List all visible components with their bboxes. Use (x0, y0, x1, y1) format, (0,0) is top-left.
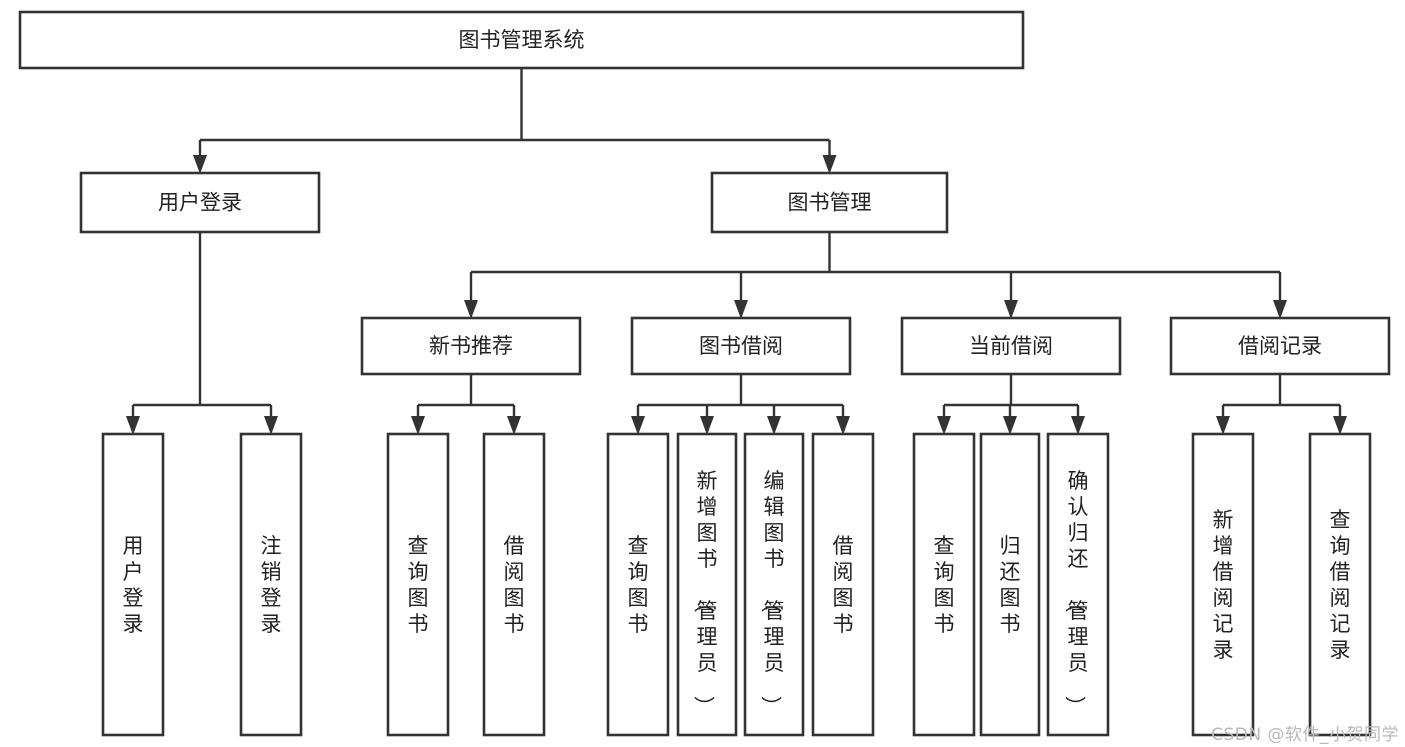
node-label: 图书管理系统 (459, 28, 585, 52)
arrow-head (822, 155, 837, 174)
node-leaf-return-book[interactable]: 归还图书 (979, 432, 1041, 737)
node-leaf-borrow-book-1[interactable]: 借阅图书 (482, 432, 546, 737)
node-label: 用户登录 (123, 534, 144, 636)
arrow-head (1071, 416, 1085, 435)
node-leaf-query-book-1[interactable]: 查询图书 (386, 432, 450, 737)
node-current-borrow[interactable]: 当前借阅 (900, 316, 1122, 376)
node-borrow-record[interactable]: 借阅记录 (1169, 316, 1391, 376)
node-layer: 图书管理系统用户登录图书管理新书推荐图书借阅当前借阅借阅记录用户登录注销登录查询… (18, 10, 1391, 737)
arrow-head (700, 416, 714, 435)
arrow-head (1004, 300, 1018, 319)
node-box (912, 432, 976, 737)
node-box (710, 171, 949, 234)
node-label: 用户登录 (158, 191, 242, 215)
node-label: 借阅记录 (1238, 334, 1322, 358)
node-leaf-user-logout[interactable]: 注销登录 (239, 432, 303, 737)
node-box (1169, 316, 1391, 376)
node-label: 注销登录 (261, 534, 282, 636)
arrow-head (937, 416, 951, 435)
node-user-login[interactable]: 用户登录 (79, 171, 321, 234)
arrow-head (126, 416, 140, 435)
arrow-head (1216, 416, 1230, 435)
node-box (676, 432, 738, 737)
arrow-head (767, 416, 781, 435)
node-root[interactable]: 图书管理系统 (18, 10, 1025, 70)
node-book-borrow[interactable]: 图书借阅 (630, 316, 852, 376)
node-box (979, 432, 1041, 737)
node-leaf-add-record[interactable]: 新增借阅记录 (1191, 432, 1255, 737)
node-label: 查询图书 (408, 534, 429, 636)
node-label: 编辑图书（管理员） (759, 469, 785, 717)
node-label: 新增图书（管理员） (692, 469, 718, 717)
node-label: 当前借阅 (969, 334, 1053, 358)
node-book-manage[interactable]: 图书管理 (710, 171, 949, 234)
node-label: 新增借阅记录 (1213, 508, 1234, 662)
node-leaf-add-book[interactable]: 新增图书（管理员） (676, 432, 738, 737)
arrow-head (507, 416, 521, 435)
arrow-head (1273, 300, 1287, 319)
node-leaf-borrow-book-2[interactable]: 借阅图书 (811, 432, 875, 737)
node-box (1046, 432, 1110, 737)
node-label: 确认归还（管理员） (1063, 469, 1089, 717)
node-leaf-query-book-3[interactable]: 查询图书 (912, 432, 976, 737)
node-box (900, 316, 1122, 376)
csdn-watermark: CSDN @软件_小贺同学 (1211, 725, 1399, 745)
node-box (18, 10, 1025, 70)
node-leaf-query-record[interactable]: 查询借阅记录 (1308, 432, 1372, 737)
node-box (811, 432, 875, 737)
connector-layer (126, 68, 1347, 435)
node-new-book-rec[interactable]: 新书推荐 (360, 316, 582, 376)
arrow-head (264, 416, 278, 435)
node-box (606, 432, 670, 737)
node-leaf-user-login[interactable]: 用户登录 (101, 432, 165, 737)
node-label: 借阅图书 (504, 534, 525, 636)
arrow-head (836, 416, 850, 435)
node-label: 新书推荐 (429, 334, 513, 358)
arrow-head (464, 300, 478, 319)
arrow-head (631, 416, 645, 435)
node-box (743, 432, 805, 737)
node-box (630, 316, 852, 376)
node-label: 图书借阅 (699, 334, 783, 358)
node-label: 查询图书 (934, 534, 955, 636)
node-label: 借阅图书 (833, 534, 854, 636)
node-label: 查询借阅记录 (1330, 508, 1351, 662)
arrow-head (193, 155, 207, 174)
node-leaf-confirm-return[interactable]: 确认归还（管理员） (1046, 432, 1110, 737)
node-label: 图书管理 (788, 191, 872, 215)
node-box (360, 316, 582, 376)
node-box (482, 432, 546, 737)
node-box (386, 432, 450, 737)
node-leaf-edit-book[interactable]: 编辑图书（管理员） (743, 432, 805, 737)
node-leaf-query-book-2[interactable]: 查询图书 (606, 432, 670, 737)
node-box (239, 432, 303, 737)
node-box (1191, 432, 1255, 737)
arrow-head (734, 300, 748, 319)
node-box (1308, 432, 1372, 737)
node-box (101, 432, 165, 737)
node-box (79, 171, 321, 234)
node-label: 归还图书 (1000, 534, 1021, 636)
node-label: 查询图书 (628, 534, 649, 636)
arrow-head (1333, 416, 1347, 435)
arrow-head (411, 416, 425, 435)
arrow-head (1003, 416, 1017, 435)
